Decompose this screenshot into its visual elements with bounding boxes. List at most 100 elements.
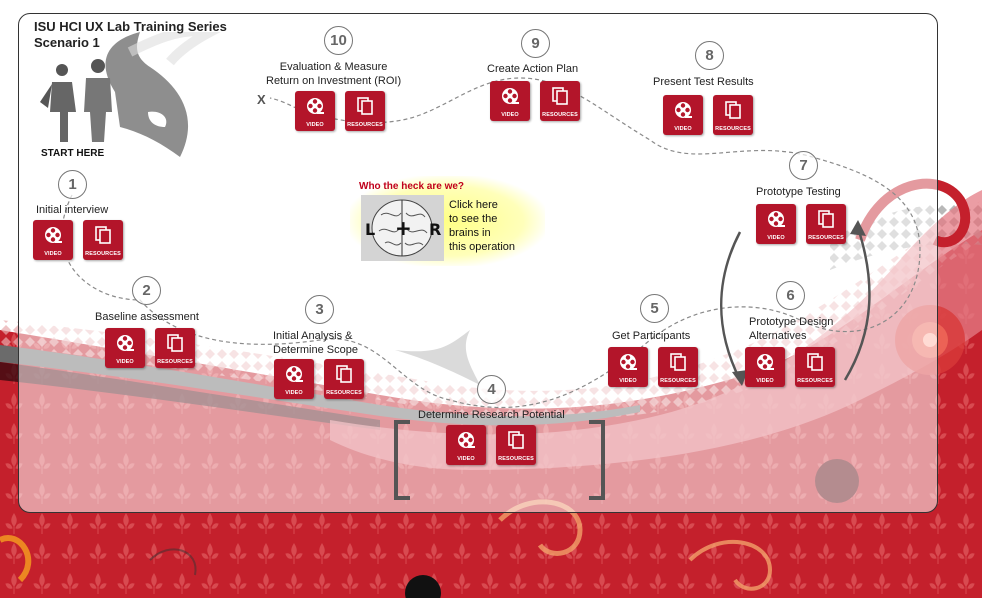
step-6-label: Prototype Design Alternatives <box>749 315 833 343</box>
documents-icon <box>725 101 741 119</box>
film-reel-icon <box>307 98 324 114</box>
video-label: VIDEO <box>285 390 303 396</box>
resources-label: RESOURCES <box>347 122 383 128</box>
film-reel-icon <box>502 88 519 104</box>
step-9-resources-button[interactable]: RESOURCES <box>540 81 580 121</box>
step-4-video-button[interactable]: VIDEO <box>446 425 486 465</box>
step-2-number: 2 <box>132 276 161 305</box>
brains-line-4: this operation <box>449 241 516 253</box>
app-title: ISU HCI UX Lab Training Series Scenario … <box>34 19 227 51</box>
orca-icon <box>40 32 221 157</box>
brains-description: Click here to see the brains in this ope… <box>449 198 515 254</box>
step-5-number: 5 <box>640 294 669 323</box>
step-8-label: Present Test Results <box>653 76 754 88</box>
documents-icon <box>670 353 686 371</box>
title-line-1: ISU HCI UX Lab Training Series <box>34 19 227 34</box>
step-3-label: Initial Analysis & Determine Scope <box>273 329 358 357</box>
step-7-video-button[interactable]: VIDEO <box>756 204 796 244</box>
resources-label: RESOURCES <box>808 235 844 241</box>
step-7-resources-button[interactable]: RESOURCES <box>806 204 846 244</box>
step-10-video-button[interactable]: VIDEO <box>295 91 335 131</box>
title-line-2: Scenario 1 <box>34 35 100 50</box>
step-6-resources-button[interactable]: RESOURCES <box>795 347 835 387</box>
step-10-resources-button[interactable]: RESOURCES <box>345 91 385 131</box>
step-10-label: Evaluation & Measure Return on Investmen… <box>266 60 401 88</box>
step-8-video-button[interactable]: VIDEO <box>663 95 703 135</box>
step-10-label-line-1: Evaluation & Measure <box>279 61 388 73</box>
step-6-label-line-2: Alternatives <box>749 330 807 342</box>
step-3-video-button[interactable]: VIDEO <box>274 359 314 399</box>
step-9-label: Create Action Plan <box>487 63 579 75</box>
step-6-video-button[interactable]: VIDEO <box>745 347 785 387</box>
documents-icon <box>336 365 352 383</box>
step-8-resources-button[interactable]: RESOURCES <box>713 95 753 135</box>
brains-line-1: Click here <box>449 199 498 211</box>
documents-icon <box>95 226 111 244</box>
video-label: VIDEO <box>674 126 692 132</box>
video-label: VIDEO <box>501 112 519 118</box>
video-label: VIDEO <box>619 378 637 384</box>
step-4-number: 4 <box>477 375 506 404</box>
brains-line-2: to see the <box>449 213 498 225</box>
step-9-video-button[interactable]: VIDEO <box>490 81 530 121</box>
video-label: VIDEO <box>116 359 134 365</box>
video-label: VIDEO <box>767 235 785 241</box>
film-reel-icon <box>117 335 134 351</box>
brain-icon: L + R <box>361 195 444 261</box>
resources-label: RESOURCES <box>498 456 534 462</box>
letter-plus: + <box>395 216 412 240</box>
video-label: VIDEO <box>44 251 62 257</box>
step-1-resources-button[interactable]: RESOURCES <box>83 220 123 260</box>
resources-label: RESOURCES <box>157 359 193 365</box>
close-button[interactable]: X <box>257 92 266 107</box>
step-6-number: 6 <box>776 281 805 310</box>
step-3-resources-button[interactable]: RESOURCES <box>324 359 364 399</box>
step-10-number: 10 <box>324 26 353 55</box>
step-7-label: Prototype Testing <box>756 186 841 198</box>
film-reel-icon <box>620 354 637 370</box>
film-reel-icon <box>757 354 774 370</box>
step-2-label: Baseline assessment <box>95 311 199 323</box>
documents-icon <box>807 353 823 371</box>
film-reel-icon <box>458 432 475 448</box>
step-3-label-line-1: Initial Analysis & <box>273 330 353 342</box>
step-1-label: Initial interview <box>36 204 109 216</box>
letter-r: R <box>429 220 441 239</box>
documents-icon <box>508 431 524 449</box>
step-2-video-button[interactable]: VIDEO <box>105 328 145 368</box>
left-bracket <box>394 420 410 500</box>
step-3-number: 3 <box>305 295 334 324</box>
people-silhouette-icon <box>40 59 112 142</box>
resources-label: RESOURCES <box>797 378 833 384</box>
film-reel-icon <box>675 102 692 118</box>
video-label: VIDEO <box>756 378 774 384</box>
step-1-number: 1 <box>58 170 87 199</box>
right-bracket <box>589 420 605 500</box>
brains-line-3: brains in <box>449 227 491 239</box>
video-label: VIDEO <box>306 122 324 128</box>
step-8-number: 8 <box>695 41 724 70</box>
step-1-video-button[interactable]: VIDEO <box>33 220 73 260</box>
resources-label: RESOURCES <box>715 126 751 132</box>
resources-label: RESOURCES <box>660 378 696 384</box>
resources-label: RESOURCES <box>85 251 121 257</box>
step-9-number: 9 <box>521 29 550 58</box>
letter-l: L <box>365 220 375 239</box>
documents-icon <box>552 87 568 105</box>
documents-icon <box>357 97 373 115</box>
step-5-label: Get Participants <box>612 330 691 342</box>
step-5-resources-button[interactable]: RESOURCES <box>658 347 698 387</box>
brains-heading: Who the heck are we? <box>359 181 465 192</box>
resources-label: RESOURCES <box>326 390 362 396</box>
step-4-resources-button[interactable]: RESOURCES <box>496 425 536 465</box>
step-6-label-line-1: Prototype Design <box>749 316 834 328</box>
film-reel-icon <box>768 211 785 227</box>
step-3-label-line-2: Determine Scope <box>273 344 358 356</box>
start-here-label: START HERE <box>41 148 105 159</box>
step-5-video-button[interactable]: VIDEO <box>608 347 648 387</box>
team-brains-link[interactable]: Who the heck are we? L + R Click here to… <box>350 176 545 266</box>
step-4-label: Determine Research Potential <box>418 409 565 421</box>
step-2-resources-button[interactable]: RESOURCES <box>155 328 195 368</box>
